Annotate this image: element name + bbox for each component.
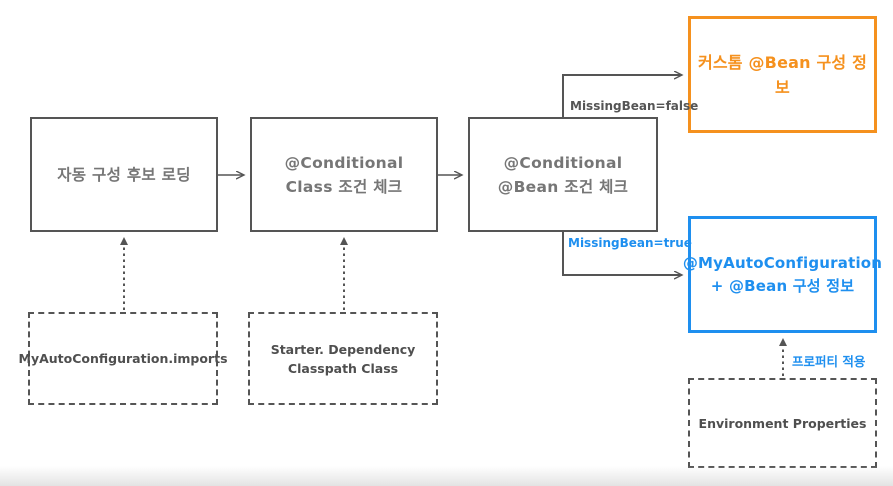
box-label-line2: + @Bean 구성 정보 (710, 276, 855, 295)
box-label-line1: Starter. Dependency (270, 341, 416, 357)
box-label: 자동 구성 후보 로딩 (57, 165, 191, 184)
box-label-line2: Class 조건 체크 (285, 177, 403, 196)
box-label-line2: @Bean 조건 체크 (497, 177, 629, 196)
box-label-line1: @Conditional (503, 153, 623, 172)
box-conditional-bean-check: @Conditional @Bean 조건 체크 (468, 117, 658, 232)
box-label-line1: @Conditional (284, 153, 404, 172)
box-environment-properties: Environment Properties (688, 378, 877, 468)
box-label-line1: @MyAutoConfiguration (682, 253, 883, 272)
edge-label-property-apply: 프로퍼티 적용 (792, 354, 866, 369)
box-myautoconfiguration-imports: MyAutoConfiguration.imports (19, 312, 228, 405)
box-my-auto-configuration: @MyAutoConfiguration + @Bean 구성 정보 (683, 216, 882, 333)
box-label: Environment Properties (698, 415, 867, 431)
edge-label-missing-bean-true: MissingBean=true (568, 236, 692, 250)
box-label: 커스톰 @Bean 구성 정보 (697, 52, 868, 97)
box-custom-bean-config: 커스톰 @Bean 구성 정보 (688, 16, 877, 133)
box-label: MyAutoConfiguration.imports (18, 351, 228, 366)
box-label-line2: Classpath Class (287, 360, 399, 376)
box-conditional-class-check: @Conditional Class 조건 체크 (250, 117, 438, 232)
edge-label-missing-bean-false: MissingBean=false (570, 99, 699, 113)
bottom-fade-strip (0, 466, 893, 486)
box-starter-dependency-classpath: Starter. Dependency Classpath Class (248, 312, 438, 405)
box-auto-config-loading: 자동 구성 후보 로딩 (30, 117, 218, 232)
